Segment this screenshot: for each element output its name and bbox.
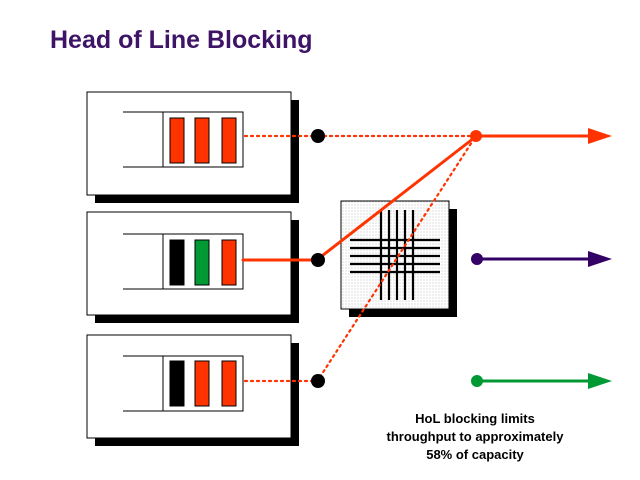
input-queue-3 xyxy=(86,334,299,446)
caption: HoL blocking limits throughput to approx… xyxy=(340,410,610,464)
crossbar-switch-icon xyxy=(350,210,440,300)
queue-buffer xyxy=(123,355,244,412)
input-port-dot xyxy=(311,129,325,143)
queue-cell xyxy=(194,360,210,407)
input-queue-1 xyxy=(86,91,299,203)
caption-line: HoL blocking limits xyxy=(415,411,535,426)
input-port-dot xyxy=(311,253,325,267)
connections xyxy=(241,134,476,383)
caption-line: 58% of capacity xyxy=(426,447,524,462)
active-connection xyxy=(316,136,476,261)
input-queue-2 xyxy=(86,211,299,323)
crossbar-switch xyxy=(340,200,457,317)
slide-title: Head of Line Blocking xyxy=(50,26,313,54)
queue-cell xyxy=(221,117,237,164)
queue-buffer xyxy=(123,111,244,168)
queue-cell xyxy=(194,239,210,286)
queue-cell xyxy=(169,239,185,286)
queue-cell xyxy=(221,239,237,286)
caption-line: throughput to approximately xyxy=(386,429,564,444)
output-port-1 xyxy=(470,128,612,144)
queue-box xyxy=(86,334,292,439)
input-port-dot xyxy=(311,374,325,388)
arrow-right-icon xyxy=(588,251,612,267)
queue-box xyxy=(86,211,292,316)
arrow-right-icon xyxy=(588,128,612,144)
blocked-connection xyxy=(318,140,474,379)
queue-box xyxy=(86,91,292,196)
output-port-3 xyxy=(471,373,612,389)
input-ports xyxy=(311,129,325,388)
queue-cell xyxy=(169,117,185,164)
output-port-2 xyxy=(471,251,612,267)
queue-cell xyxy=(169,360,185,407)
queue-cell xyxy=(194,117,210,164)
queue-cell xyxy=(221,360,237,407)
arrow-right-icon xyxy=(588,373,612,389)
